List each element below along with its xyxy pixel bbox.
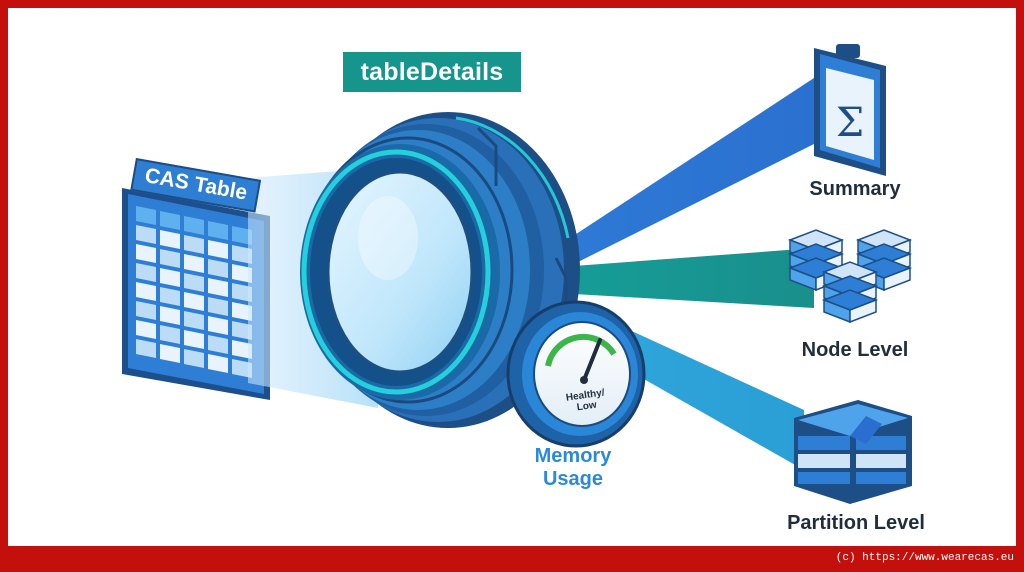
diagram-graphics: Σ	[122, 44, 913, 504]
sheet-cell	[160, 344, 180, 363]
title-badge: tableDetails	[343, 52, 521, 92]
memory-usage-label: Memory Usage	[534, 445, 612, 490]
sheet-cell	[232, 302, 252, 321]
sheet-cell	[160, 268, 180, 287]
copyright-text: (c) https://www.wearecas.eu	[835, 552, 1014, 564]
sheet-cell	[184, 349, 204, 368]
clipboard-sigma-icon: Σ	[814, 44, 886, 176]
spreadsheet-icon	[122, 188, 270, 400]
sheet-cell	[184, 216, 204, 235]
beam-node-level	[574, 248, 814, 308]
server-stack-icon	[787, 229, 913, 324]
sheet-cell	[160, 325, 180, 344]
sheet-cell	[208, 335, 228, 354]
sheet-cell	[208, 354, 228, 373]
sheet-cell	[208, 316, 228, 335]
sheet-cell	[208, 278, 228, 297]
beam-summary	[570, 78, 850, 266]
partition-level-label: Partition Level	[787, 512, 925, 534]
sheet-cell	[208, 259, 228, 278]
sheet-cell	[160, 287, 180, 306]
sheet-cell	[184, 254, 204, 273]
partitioned-database-icon	[794, 400, 912, 504]
sheet-cell	[136, 320, 156, 339]
sheet-cell	[160, 211, 180, 230]
sheet-cell	[136, 339, 156, 358]
sheet-cell	[136, 263, 156, 282]
sheet-cell	[184, 273, 204, 292]
sheet-cell	[208, 240, 228, 259]
sheet-cell	[232, 226, 252, 245]
server-unit	[849, 298, 877, 324]
sheet-cell	[208, 297, 228, 316]
sheet-cell	[136, 282, 156, 301]
sheet-cell	[232, 340, 252, 359]
sheet-cell	[184, 235, 204, 254]
sheet-cell	[184, 330, 204, 349]
sheet-cell	[136, 206, 156, 225]
sheet-cell	[232, 283, 252, 302]
gauge-icon	[506, 300, 646, 448]
sheet-cell	[136, 301, 156, 320]
sheet-cell	[232, 359, 252, 378]
server-unit	[883, 266, 911, 292]
sheet-cell	[232, 245, 252, 264]
sheet-cell	[184, 292, 204, 311]
svg-text:Σ: Σ	[836, 100, 864, 146]
sheet-cell	[184, 311, 204, 330]
sheet-cell	[136, 244, 156, 263]
sheet-cell	[160, 306, 180, 325]
sheet-cell	[160, 249, 180, 268]
sheet-cell	[232, 321, 252, 340]
sheet-cell	[232, 264, 252, 283]
sheet-cell	[160, 230, 180, 249]
summary-label: Summary	[809, 178, 901, 200]
sheet-cell	[136, 225, 156, 244]
diagram-canvas: Σ tableDetails CAS Table Healthy/ Low Me…	[8, 8, 1016, 546]
sheet-cell	[208, 221, 228, 240]
node-level-label: Node Level	[801, 339, 909, 361]
